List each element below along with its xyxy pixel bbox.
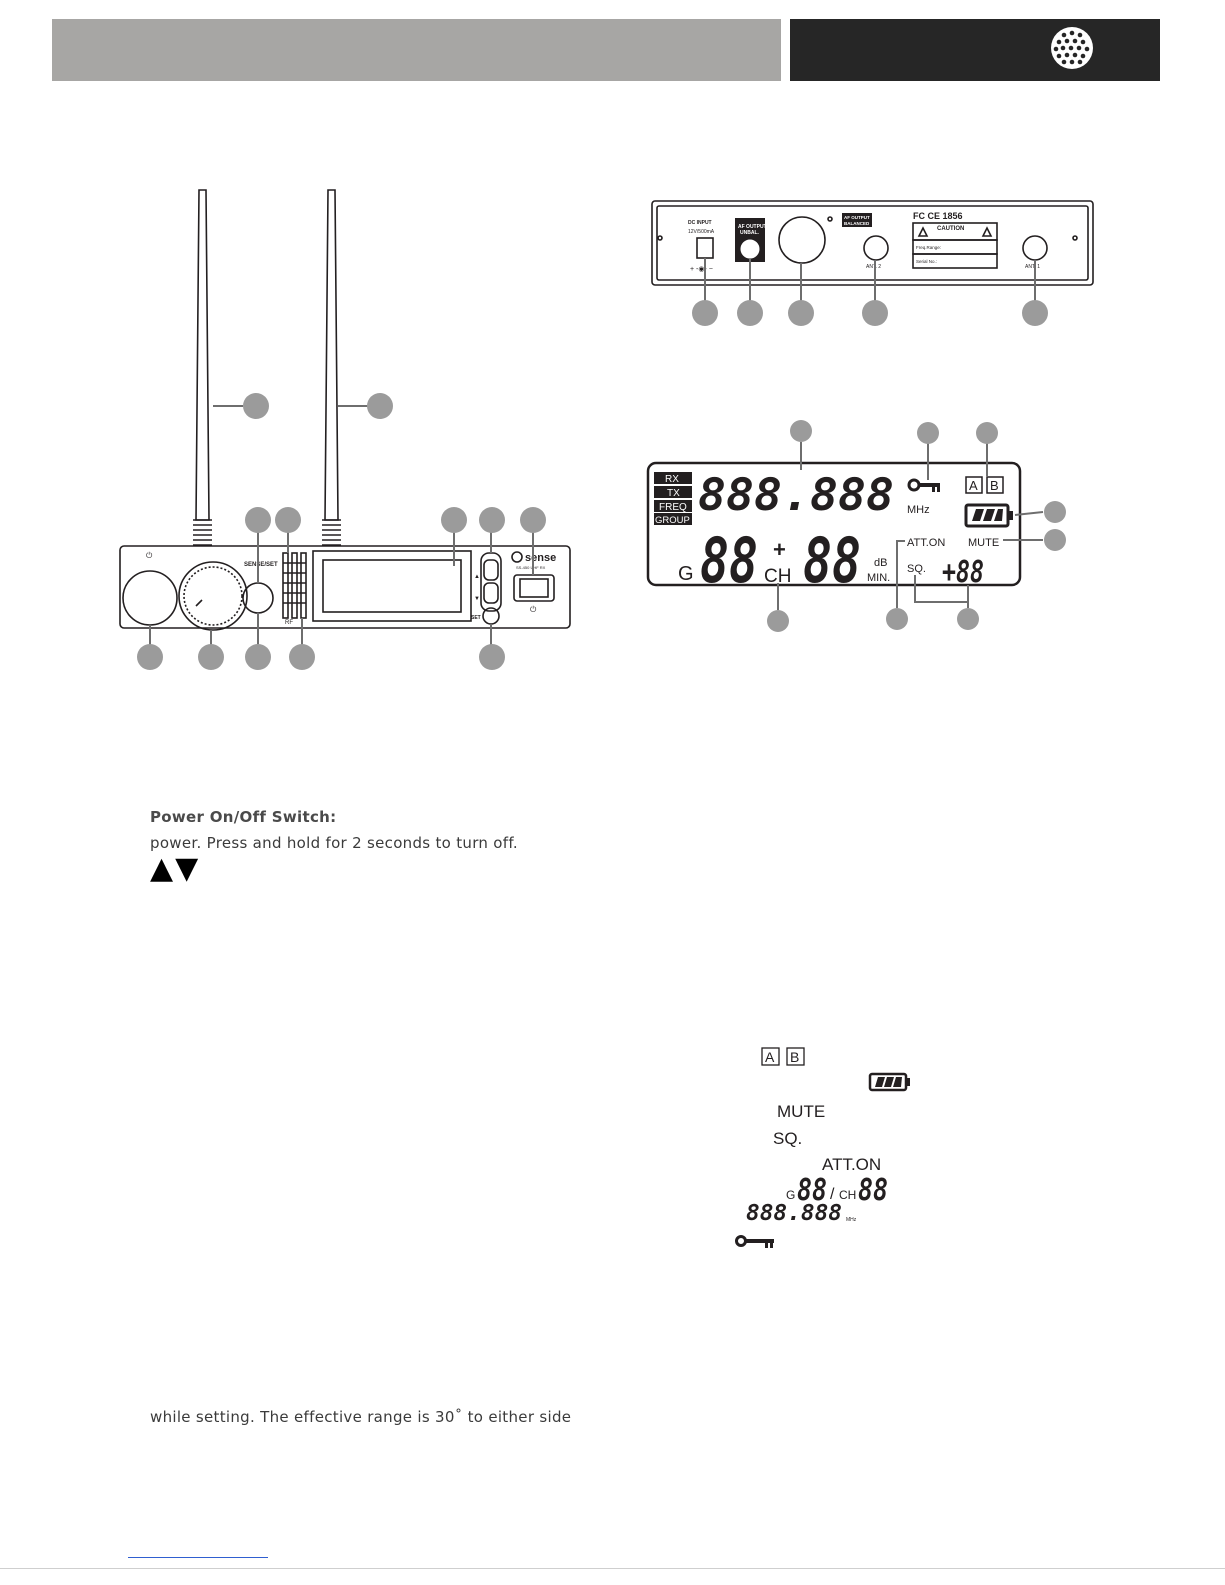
- front-panel-diagram: ⏻ SENSE/SET RF ▲ ▼ SET sense SS-450 UHF …: [119, 189, 571, 670]
- footer-rule: [0, 1568, 1225, 1569]
- freq-range-label: Freq.Range:: [916, 245, 941, 250]
- lcd-min: MIN.: [867, 572, 890, 584]
- ant1-label: ANT. 1: [1025, 264, 1040, 270]
- lcd-db: dB: [874, 557, 887, 569]
- legend-freq-digits: 888.888: [746, 1201, 842, 1226]
- ant2-connector[interactable]: [863, 235, 889, 261]
- power-body: power. Press and hold for 2 seconds to t…: [150, 834, 518, 852]
- legend-battery-icon: [868, 1072, 910, 1092]
- arrow-buttons-icon: ▲▼: [150, 851, 201, 886]
- lcd-freq: FREQ: [659, 502, 687, 513]
- lcd-callout-markers: [767, 420, 1066, 632]
- callout-markers: [137, 393, 546, 670]
- lcd-g: G: [678, 563, 694, 585]
- receiver-chassis: [119, 545, 571, 629]
- logo-text: sense: [525, 552, 556, 564]
- legend-ch: CH: [839, 1188, 856, 1202]
- af-unbal-jack[interactable]: [739, 238, 761, 260]
- rear-chassis: [651, 200, 1094, 286]
- af-unbal-title: AF OUTPUT: [738, 224, 767, 230]
- lcd-sq: SQ.: [907, 563, 926, 575]
- legend-lock-key-icon: [735, 1235, 774, 1248]
- lcd-tx: TX: [667, 488, 680, 499]
- af-bal-sub: BALANCED: [844, 221, 870, 226]
- lcd-mhz: MHz: [907, 504, 930, 516]
- legend-b: B: [790, 1049, 799, 1065]
- power-heading: Power On/Off Switch:: [150, 808, 337, 826]
- sense-logo-icon: [511, 551, 523, 563]
- warning-icon: [917, 226, 929, 237]
- lcd-ch: CH: [764, 566, 791, 587]
- warning-icon-2: [981, 226, 993, 237]
- ant1-connector[interactable]: [1022, 235, 1048, 261]
- dc-input-rating: 12V/500mA: [688, 229, 715, 235]
- legend-mute: MUTE: [777, 1102, 825, 1121]
- header-bar-left: [52, 19, 781, 81]
- lcd-att-on: ATT.ON: [907, 537, 945, 549]
- ir-range-text: while setting. The effective range is 30…: [150, 1408, 572, 1426]
- legend-slash: /: [830, 1186, 835, 1203]
- lock-key-icon: [907, 478, 940, 492]
- cert-marks: FC CE 1856: [913, 211, 963, 221]
- lcd-b: B: [990, 478, 999, 493]
- footer-link-underline[interactable]: [128, 1557, 268, 1558]
- rear-callout-markers: [692, 300, 1048, 326]
- caution-label: CAUTION: [937, 226, 964, 232]
- icon-legend: A B MUTE SQ. ATT.ON G 88 / CH 88 888.888…: [735, 1047, 910, 1248]
- up-arrow-icon: ▲: [474, 574, 480, 580]
- rf-af-meter: [282, 552, 307, 619]
- ir-power-icon: ⏻: [530, 605, 537, 614]
- display-window: [312, 550, 472, 622]
- lcd-group: GROUP: [655, 515, 690, 526]
- lcd-diagram: RX TX FREQ GROUP 888.888 MHz A B G 88 + …: [646, 420, 1066, 632]
- rear-panel-diagram: DC INPUT 12V/500mA + -◉- − AF OUTPUT UNB…: [651, 200, 1094, 326]
- antenna-left: [193, 189, 212, 546]
- legend-g-digits: 88: [797, 1173, 827, 1208]
- af-unbal-sub: UNBAL.: [740, 230, 759, 236]
- rf-label: RF: [285, 620, 293, 626]
- lcd-plus: +: [773, 537, 786, 562]
- down-arrow-icon: ▼: [474, 596, 480, 602]
- brand-globe-icon: [1051, 27, 1093, 69]
- dc-input-title: DC INPUT: [688, 220, 712, 226]
- lcd-a: A: [969, 478, 978, 493]
- lcd-mute: MUTE: [968, 537, 999, 549]
- set-label: SET: [471, 615, 481, 621]
- power-button[interactable]: [122, 570, 178, 626]
- legend-att-on: ATT.ON: [822, 1155, 881, 1174]
- legend-a: A: [765, 1049, 775, 1065]
- header-bar-right: [790, 19, 1160, 81]
- lcd-g-digits: 88: [700, 524, 758, 597]
- ant2-label: ANT. 2: [866, 264, 881, 270]
- lcd-freq-digits: 888.888: [698, 470, 894, 521]
- legend-mhz: MHz: [846, 1217, 857, 1223]
- af-bal-block: [842, 213, 872, 227]
- af-bal-title: AF OUTPUT: [844, 215, 870, 220]
- power-symbol: ⏻: [146, 551, 153, 560]
- lcd-rx: RX: [665, 474, 679, 485]
- knob-label: SENSE/SET: [244, 562, 278, 568]
- legend-g: G: [786, 1188, 795, 1202]
- logo-subtext: SS-450 UHF RX: [516, 565, 546, 570]
- antenna-right: [322, 189, 341, 546]
- lcd-ch-digits: 88: [803, 524, 861, 597]
- volume-knob[interactable]: [178, 561, 248, 631]
- serial-no-label: Serial No.:: [916, 259, 937, 264]
- af-balanced-xlr[interactable]: [778, 216, 826, 264]
- legend-sq: SQ.: [773, 1129, 802, 1148]
- battery-icon: [964, 503, 1013, 528]
- display-screen: [322, 559, 462, 613]
- lcd-frame: [646, 461, 1022, 587]
- dc-input-jack[interactable]: [696, 237, 714, 259]
- lcd-sq-digits: +88: [942, 555, 984, 590]
- legend-ch-digits: 88: [858, 1173, 888, 1208]
- dc-polarity-icon: + -◉- −: [690, 266, 713, 273]
